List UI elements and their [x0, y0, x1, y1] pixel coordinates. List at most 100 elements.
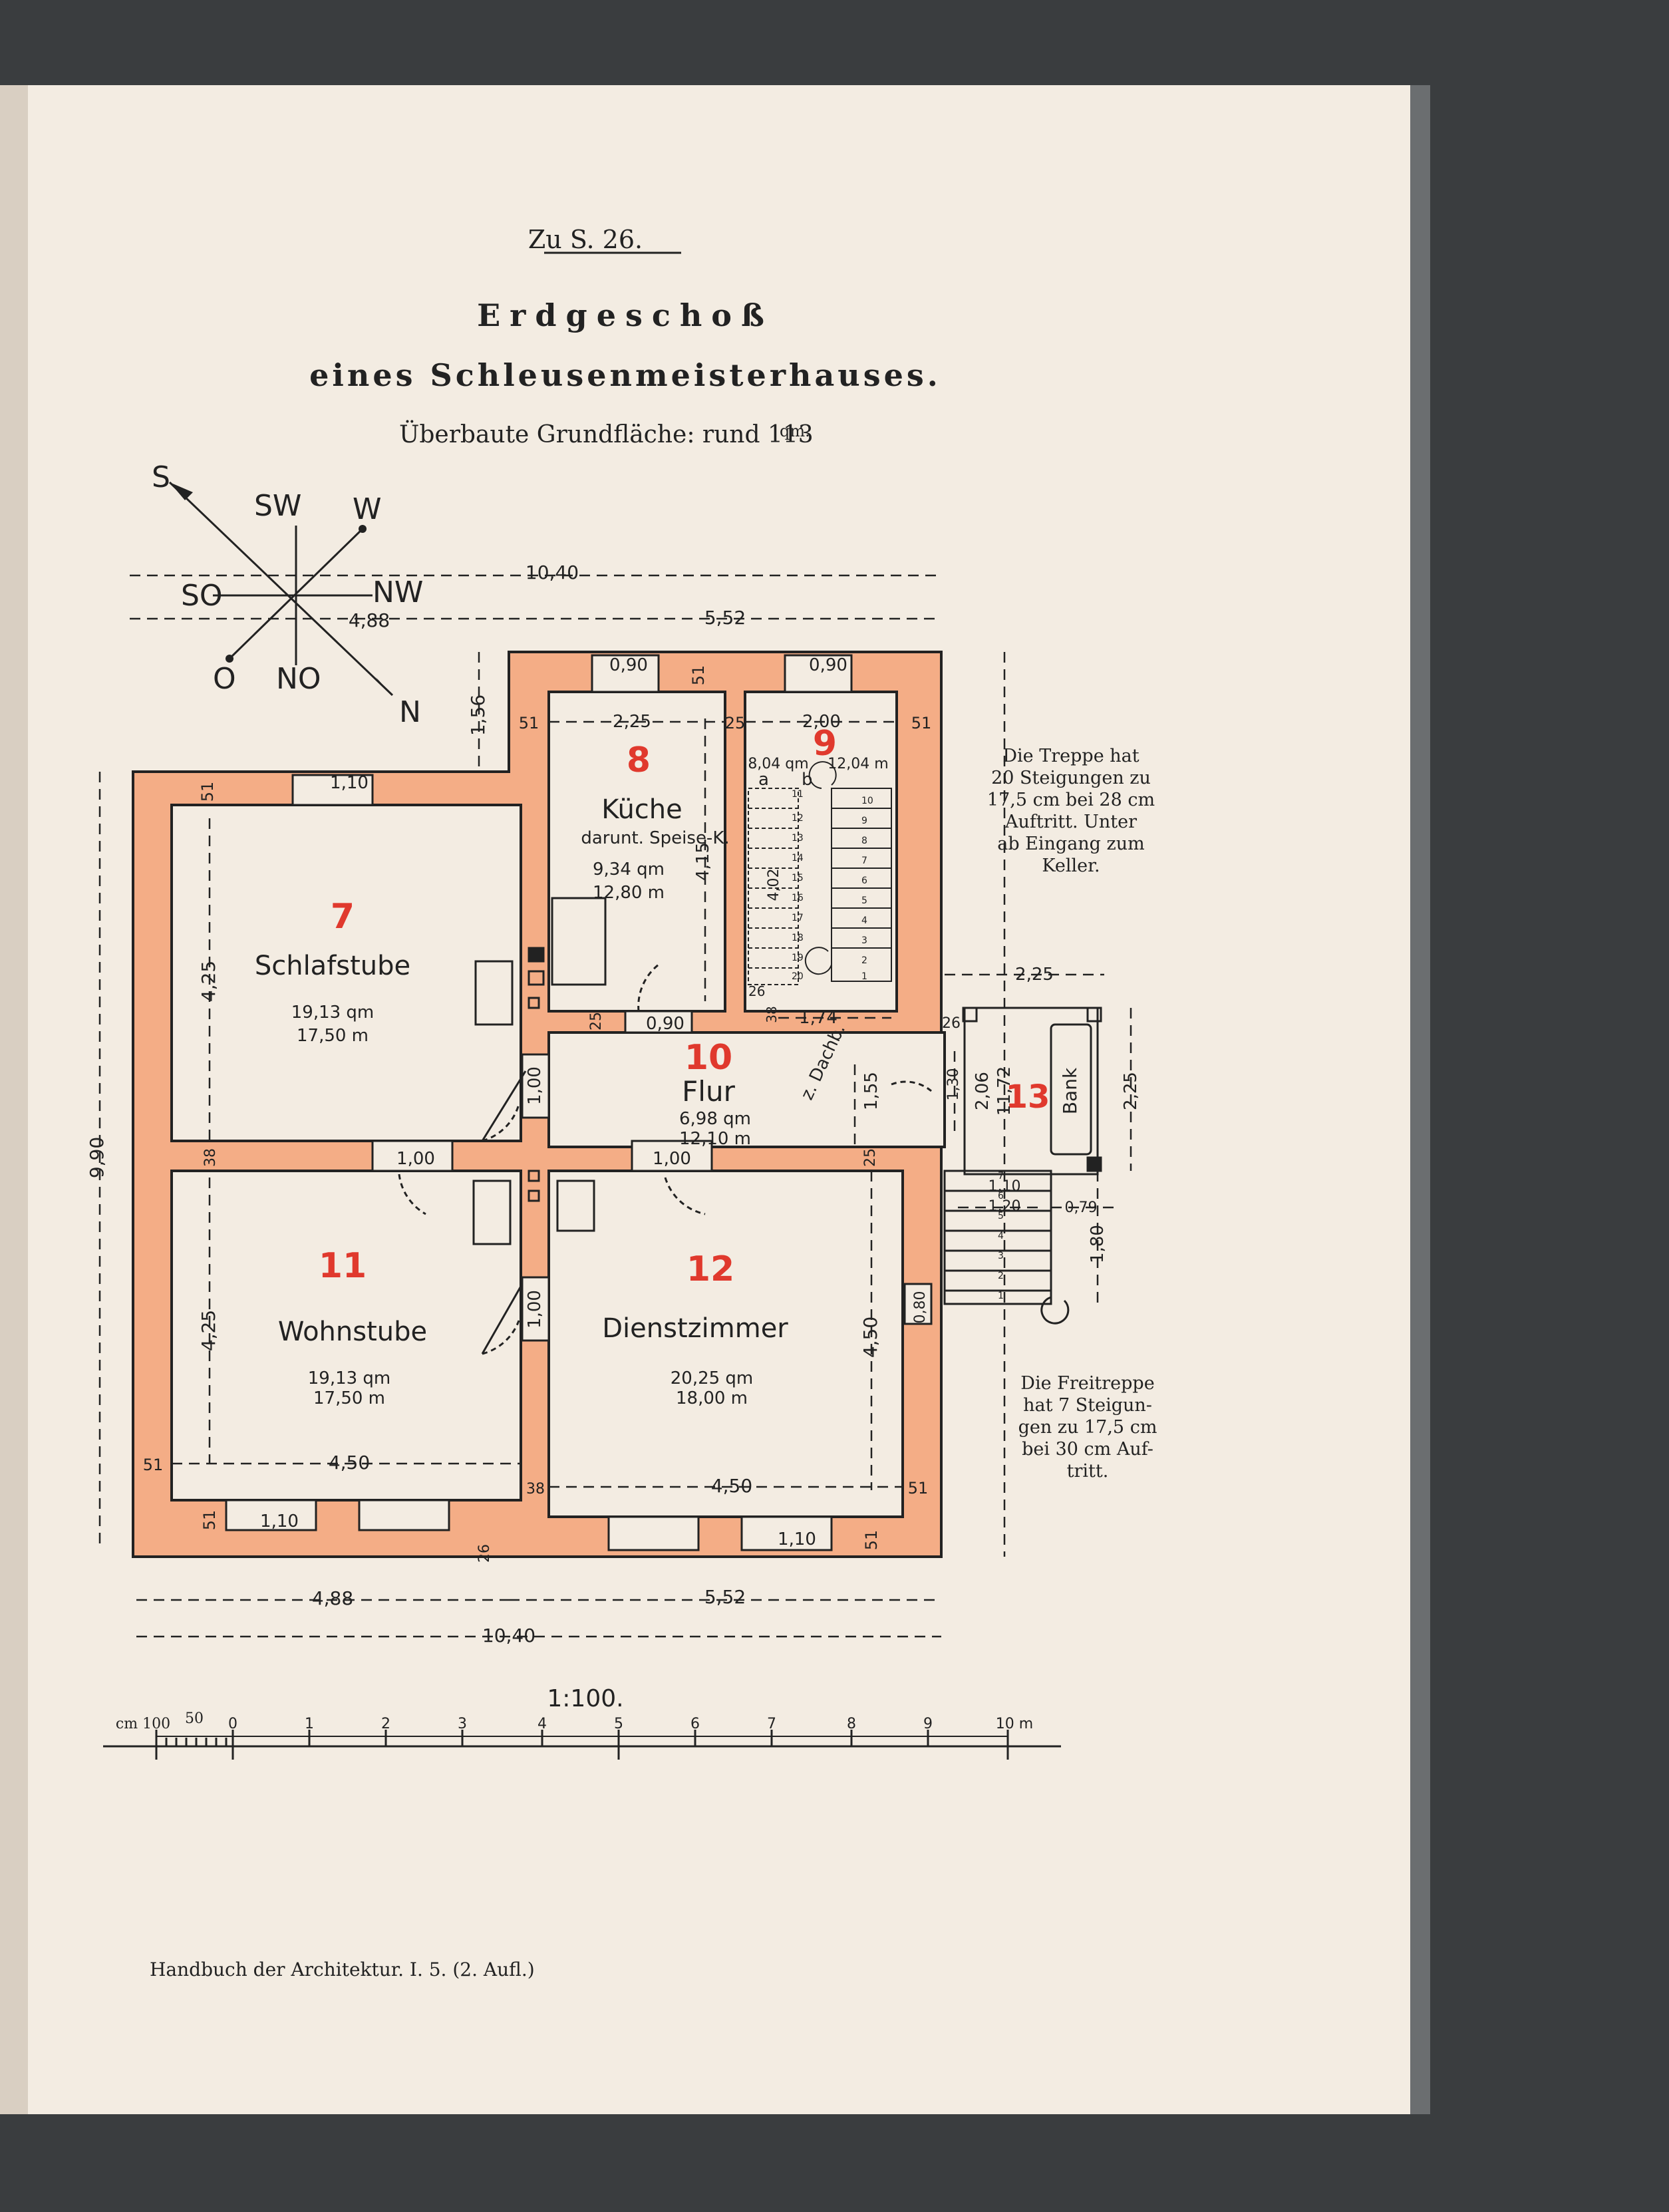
- dim-1172: 11,72: [994, 1066, 1014, 1116]
- room-12-dienstzimmer: [547, 1170, 904, 1518]
- freistair-note-line-5: tritt.: [1067, 1461, 1109, 1482]
- stair-step-l20: 20: [792, 971, 804, 982]
- room-8-number: 8: [627, 740, 651, 780]
- compass-w: W: [353, 492, 382, 526]
- stair-note-line-2: 20 Steigungen zu: [991, 768, 1151, 788]
- dim-total-top: 10,40: [526, 561, 579, 583]
- dim-155: 1,55: [861, 1072, 881, 1110]
- stair-step-l16: 16: [792, 893, 804, 903]
- freistair-step-1: 1: [998, 1291, 1004, 1301]
- dim-left-bottom: 4,88: [312, 1587, 353, 1609]
- wall-51-g: 51: [200, 1510, 219, 1531]
- compass-rose: [168, 481, 394, 697]
- room-7-number: 7: [331, 897, 355, 937]
- binding-strip: [0, 85, 28, 2114]
- dim-156: 1,56: [467, 695, 489, 736]
- room-11-name: Wohnstube: [278, 1317, 427, 1347]
- win-090a: 0,90: [609, 655, 648, 675]
- stair-step-r5: 5: [861, 895, 867, 906]
- dim-425b: 4,25: [198, 1310, 220, 1351]
- room-9-perimeter: 12,04 m: [828, 756, 888, 772]
- stair-step-r2: 2: [861, 955, 867, 966]
- room-10-flur: [547, 1031, 946, 1148]
- dim-130: 1,30: [945, 1068, 962, 1101]
- freistair-step-3: 3: [998, 1251, 1004, 1261]
- dim-079: 0,79: [1065, 1199, 1098, 1216]
- stair-step-l17: 17: [792, 913, 804, 923]
- dim-225r: 2,25: [1015, 965, 1054, 985]
- wall-26-a: 26: [476, 1544, 493, 1563]
- staircase: [748, 761, 892, 985]
- scale-label-50: 50: [185, 1710, 204, 1727]
- stair-step-r4: 4: [861, 915, 867, 926]
- cover-edge: [1410, 85, 1430, 2114]
- porch-13: [962, 1007, 1102, 1176]
- room-11-number: 11: [319, 1246, 367, 1286]
- stair-a: a: [758, 770, 769, 790]
- stair-note-line-4: Auftritt. Unter: [1004, 812, 1137, 832]
- dimension-lines: [98, 574, 1132, 1638]
- room-12-perimeter: 18,00 m: [676, 1388, 748, 1408]
- room-11-wohnstube: [170, 1170, 522, 1501]
- dim-425a: 4,25: [198, 961, 220, 1002]
- dim-415: 4,15: [693, 842, 713, 881]
- dim-225v: 2,25: [1121, 1072, 1141, 1110]
- freistair-note-line-3: gen zu 17,5 cm: [1018, 1417, 1157, 1438]
- stair-note-line-1: Die Treppe hat: [1002, 746, 1139, 766]
- scale-bar: [103, 1730, 1061, 1760]
- freistair-step-6: 6: [998, 1191, 1004, 1201]
- page-ref: Zu S. 26.: [528, 225, 643, 254]
- room-12-number: 12: [686, 1249, 734, 1289]
- scale-label-0: 0: [228, 1716, 237, 1732]
- room-10-area: 6,98 qm: [679, 1109, 751, 1129]
- freistair-step-7: 7: [998, 1171, 1004, 1182]
- stair-38: 38: [764, 1006, 780, 1023]
- win-110a: 1,10: [330, 773, 369, 793]
- scale-ratio: 1:100.: [547, 1685, 623, 1712]
- stair-step-r1: 1: [861, 971, 867, 982]
- compass-s: S: [152, 460, 170, 494]
- stair-step-l12: 12: [792, 813, 804, 824]
- stair-step-r10: 10: [861, 796, 873, 806]
- scale-label-6: 6: [690, 1716, 700, 1732]
- wall-38-b: 38: [526, 1481, 545, 1498]
- room-7-schlafstube: [170, 804, 522, 1142]
- room-8-name: Küche: [601, 794, 683, 825]
- area-unit: qm.: [780, 422, 810, 440]
- room-9-treppe: [744, 691, 898, 1013]
- wall-51-a: 51: [519, 714, 539, 732]
- door-090: 0,90: [646, 1014, 684, 1034]
- stair-step-l19: 19: [792, 953, 804, 963]
- dim-206: 2,06: [973, 1072, 992, 1110]
- wall-51-h: 51: [862, 1530, 881, 1551]
- scale-label-2: 2: [381, 1716, 390, 1732]
- wall-51-c: 51: [198, 782, 217, 802]
- kitchen-fixtures: [472, 897, 607, 1245]
- dim-120: 1,20: [988, 1198, 1021, 1215]
- stair-note: Die Treppe hat 20 Steigungen zu 17,5 cm …: [987, 746, 1155, 876]
- plan-title: Erdgeschoß: [477, 297, 774, 333]
- freistair-step-2: 2: [998, 1271, 1004, 1281]
- windows: [225, 654, 933, 1551]
- room-12-name: Dienstzimmer: [602, 1313, 788, 1344]
- compass-o: O: [213, 662, 236, 696]
- stair-step-l11: 11: [792, 789, 804, 800]
- dim-450a: 4,50: [329, 1452, 370, 1474]
- win-110c: 1,10: [778, 1529, 816, 1549]
- dim-left-top: 4,88: [349, 609, 390, 631]
- stair-step-l13: 13: [792, 833, 804, 844]
- win-110b: 1,10: [260, 1511, 299, 1531]
- room-9-area: 8,04 qm: [748, 756, 808, 772]
- stair-step-r7: 7: [861, 856, 867, 866]
- scale-label-4: 4: [537, 1716, 547, 1732]
- freistair-step-5: 5: [998, 1211, 1004, 1221]
- room-8-perimeter: 12,80 m: [593, 883, 665, 903]
- compass-sw: SW: [254, 489, 301, 523]
- stair-step-l15: 15: [792, 873, 804, 883]
- wall-26-b: 26: [942, 1015, 961, 1032]
- room-11-perimeter: 17,50 m: [313, 1388, 385, 1408]
- wall-25-a: 25: [725, 714, 746, 732]
- stair-step-r8: 8: [861, 836, 867, 846]
- dim-110r: 1,10: [988, 1178, 1021, 1195]
